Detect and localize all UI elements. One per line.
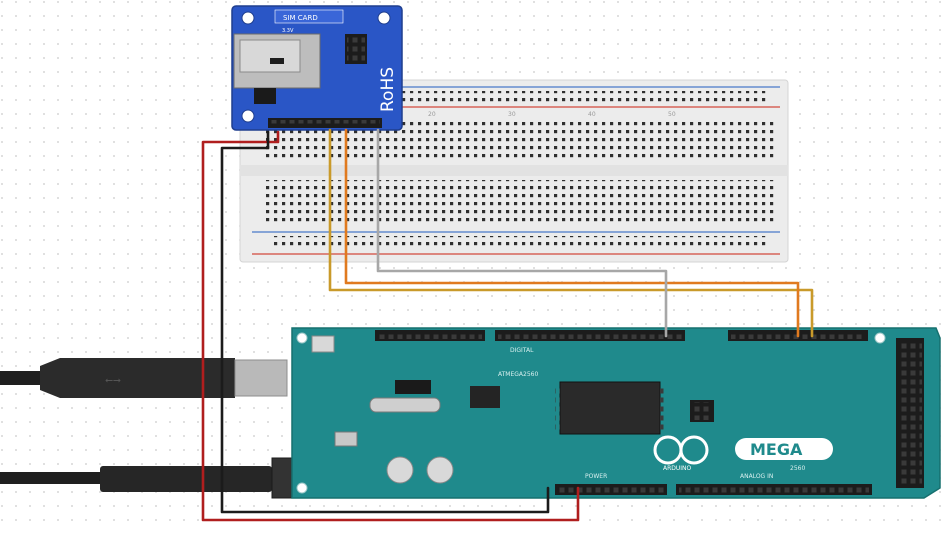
sim-label-box [274,9,344,24]
usb-interface-chip [470,386,500,408]
sim-card-slot [239,39,301,73]
header-pins [378,332,482,339]
barrel-plug-body [100,466,272,492]
sim-module: SIM CARD 3.3V RoHS [231,5,403,131]
mcu-pins-right [660,386,665,430]
bottom-rail-holes [272,236,770,250]
usb-cable: ⭠⭢ [0,358,288,398]
mounting-hole [241,11,255,25]
sim-voltage-label: 3.3V [282,28,294,34]
header-pins [898,340,922,486]
column-number-50: 50 [668,111,676,118]
wires [201,128,814,522]
mounting-hole [296,482,308,494]
wire-orange-signal [344,128,800,338]
column-number-40: 40 [588,111,596,118]
header-pins [498,332,682,339]
mcu-label: ATMEGA2560 [498,371,538,378]
header-pins [679,486,869,493]
wire-red-vcc [201,130,580,522]
center-channel [240,165,788,176]
arduino-logo: ARDUINO [653,435,709,472]
mcu-pins-left [555,386,560,430]
usb-connector-metal [234,359,288,397]
crystal-oscillator [369,397,441,413]
fuse [334,431,358,447]
arduino-mega-board: DIGITAL POWER ANALOG IN ATMEGA2560 ARDUI… [291,327,941,499]
electrolytic-capacitor [386,456,414,484]
mega-badge [735,438,833,460]
logo-right-loop [679,435,709,465]
power-cable-wire [0,472,100,484]
column-number-20: 20 [428,111,436,118]
wire-gold-signal [328,128,814,338]
reset-button [311,335,335,353]
digital-section-label: DIGITAL [510,347,534,354]
usb-plug-body [40,358,235,398]
atmega2560-chip: ATMEGA2560 [498,371,665,435]
terminal-strip-bottom [262,180,774,222]
column-number-30: 30 [508,111,516,118]
mounting-hole [377,11,391,25]
sim-latch [270,58,284,64]
usb-cable-wire [0,371,40,385]
wire-gray-signal [376,128,668,338]
header-pins [692,402,712,420]
mounting-hole [874,332,886,344]
mega-model-sub: 2560 [790,465,805,472]
header-pins [347,36,365,62]
electrolytic-capacitor [426,456,454,484]
power-section-label: POWER [585,473,607,480]
rohs-mark: RoHS [378,67,398,112]
header-pins [270,120,380,126]
mounting-hole [241,109,255,123]
mounting-hole [296,332,308,344]
header-pins [558,486,664,493]
mega-model-label: MEGA [750,440,803,459]
voltage-regulator [395,380,431,394]
usb-symbol-icon: ⭠⭢ [105,375,121,386]
wire-black-gnd [220,130,550,514]
sim-module-chip [254,88,276,104]
mcu-body [559,381,661,435]
logo-wordmark: ARDUINO [663,465,692,472]
analog-section-label: ANALOG IN [740,473,773,480]
sim-card-label: SIM CARD [283,14,318,22]
